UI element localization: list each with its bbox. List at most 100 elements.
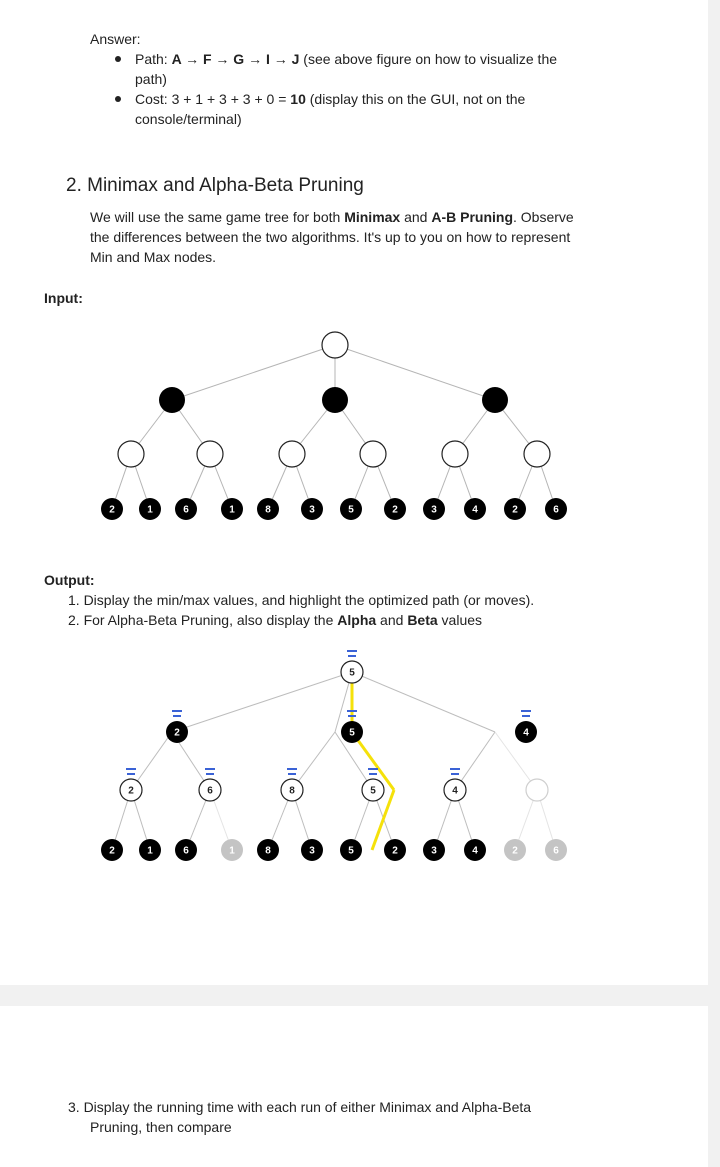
section-2-heading: 2. Minimax and Alpha-Beta Pruning bbox=[66, 175, 364, 196]
leaf-node: 2 bbox=[101, 839, 123, 861]
edge bbox=[130, 731, 173, 791]
leaf-node: 6 bbox=[545, 498, 567, 520]
leaf-circle bbox=[464, 498, 486, 520]
edge bbox=[171, 344, 336, 401]
section-2-paragraph-line-3: Min and Max nodes. bbox=[90, 249, 217, 265]
output-label: Output: bbox=[44, 572, 95, 588]
alpha-beta-annotation bbox=[521, 710, 531, 717]
answer-cost-cont: console/terminal) bbox=[135, 111, 242, 127]
max-node bbox=[361, 778, 385, 802]
leaf-circle bbox=[257, 498, 279, 520]
min-node bbox=[159, 387, 185, 413]
leaf-node: 2 bbox=[384, 839, 406, 861]
edge bbox=[494, 731, 538, 791]
leaf-node: 3 bbox=[301, 839, 323, 861]
max-node bbox=[278, 440, 306, 468]
annotation-mark bbox=[205, 768, 215, 770]
max-node bbox=[119, 778, 143, 802]
output-item-2: 2. For Alpha-Beta Pruning, also display … bbox=[68, 610, 482, 630]
input-label: Input: bbox=[44, 290, 83, 306]
cost-value: 10 bbox=[290, 91, 306, 107]
leaf-circle bbox=[139, 839, 161, 861]
root-value: 5 bbox=[349, 668, 355, 679]
answer-label: Answer: bbox=[90, 31, 141, 47]
annotation-mark bbox=[287, 768, 297, 770]
document-page-1: Answer: Path: A → F → G → I → J (see abo… bbox=[0, 0, 708, 985]
leaf-circle bbox=[221, 839, 243, 861]
leaf-circle bbox=[301, 498, 323, 520]
leaf-circle bbox=[545, 839, 567, 861]
para-minimax: Minimax bbox=[344, 209, 401, 225]
leaf-value: 6 bbox=[183, 505, 189, 516]
answer-path-cont: path) bbox=[135, 71, 167, 87]
leaf-circle bbox=[423, 839, 445, 861]
leaf-circle bbox=[384, 498, 406, 520]
min-node-value: 2 bbox=[174, 728, 180, 739]
leaf-circle bbox=[504, 839, 526, 861]
annotation-mark bbox=[347, 710, 357, 712]
max-node-value: 2 bbox=[128, 786, 134, 797]
leaf-value: 2 bbox=[392, 505, 398, 516]
min-node bbox=[515, 721, 537, 743]
leaf-circle bbox=[340, 498, 362, 520]
leaf-node: 1 bbox=[139, 839, 161, 861]
leaf-circle bbox=[139, 498, 161, 520]
item2-alpha: Alpha bbox=[337, 612, 377, 628]
leaf-value: 1 bbox=[229, 846, 235, 857]
max-node bbox=[280, 778, 304, 802]
document-page-2: 3. Display the running time with each ru… bbox=[0, 1006, 708, 1167]
max-node-value: 4 bbox=[452, 786, 458, 797]
annotation-mark bbox=[172, 710, 182, 712]
section-2-paragraph-line-2: the differences between the two algorith… bbox=[90, 229, 571, 245]
min-node bbox=[322, 387, 348, 413]
item2-text: and bbox=[376, 612, 408, 628]
max-node-value: 5 bbox=[370, 786, 376, 797]
leaf-value: 6 bbox=[183, 846, 189, 857]
section-3-line-1: 3. Display the running time with each ru… bbox=[68, 1099, 532, 1115]
path-prefix: Path: bbox=[135, 51, 172, 67]
max-node bbox=[117, 440, 145, 468]
section-2-paragraph-line-1: We will use the same game tree for both … bbox=[90, 207, 574, 227]
leaf-node: 8 bbox=[257, 839, 279, 861]
edge bbox=[171, 671, 353, 733]
alpha-beta-annotation bbox=[347, 650, 357, 657]
alpha-beta-annotation bbox=[205, 768, 215, 775]
leaf-value: 2 bbox=[109, 505, 115, 516]
leaf-value: 5 bbox=[348, 505, 354, 516]
leaf-node: 5 bbox=[340, 839, 362, 861]
item2-text: 2. For Alpha-Beta Pruning, also display … bbox=[68, 612, 338, 628]
annotation-mark bbox=[348, 655, 356, 657]
bullet bbox=[115, 56, 121, 62]
leaf-circle bbox=[101, 839, 123, 861]
leaf-node: 4 bbox=[464, 839, 486, 861]
cost-prefix: Cost: 3 + 1 + 3 + 3 + 0 = bbox=[135, 91, 291, 107]
leaf-node: 2 bbox=[504, 839, 526, 861]
leaf-node: 1 bbox=[221, 839, 243, 861]
leaf-value: 5 bbox=[348, 846, 354, 857]
annotation-mark bbox=[368, 768, 378, 770]
leaf-circle bbox=[101, 498, 123, 520]
leaf-circle bbox=[175, 839, 197, 861]
annotation-mark bbox=[450, 768, 460, 770]
annotation-mark bbox=[173, 715, 181, 717]
leaf-value: 6 bbox=[553, 846, 559, 857]
leaf-circle bbox=[221, 498, 243, 520]
para-text: We will use the same game tree for both bbox=[90, 209, 345, 225]
tree-edges bbox=[111, 671, 557, 851]
leaf-value: 2 bbox=[109, 846, 115, 857]
max-node-value: 8 bbox=[289, 786, 295, 797]
leaf-value: 3 bbox=[309, 846, 315, 857]
alpha-beta-annotation bbox=[347, 710, 357, 717]
leaf-circle bbox=[423, 498, 445, 520]
annotation-mark bbox=[288, 773, 296, 775]
item2-text: values bbox=[437, 612, 483, 628]
highlight-edge bbox=[370, 789, 396, 851]
leaf-value: 1 bbox=[147, 505, 153, 516]
edge bbox=[454, 731, 496, 791]
item2-beta: Beta bbox=[407, 612, 438, 628]
leaf-circle bbox=[301, 839, 323, 861]
alpha-beta-annotation bbox=[368, 768, 378, 775]
leaf-node: 8 bbox=[257, 498, 279, 520]
